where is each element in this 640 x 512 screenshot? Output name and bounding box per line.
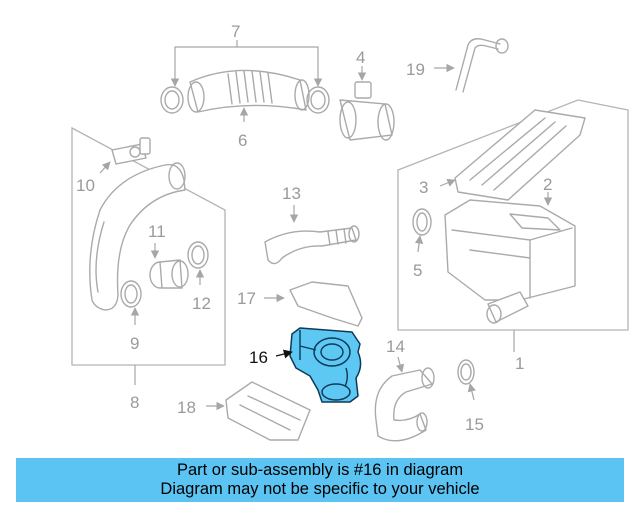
callout-8[interactable]: 8 bbox=[130, 393, 139, 412]
parts-diagram: 1 2 3 4 5 6 7 8 9 10 11 12 13 14 15 16 1… bbox=[71, 22, 629, 442]
callout-10[interactable]: 10 bbox=[76, 176, 95, 195]
banner-line-1: Part or sub-assembly is #16 in diagram bbox=[176, 461, 464, 479]
part-2-housing bbox=[444, 192, 576, 324]
part-12-clamp bbox=[187, 241, 209, 285]
part-18-resonator bbox=[206, 381, 311, 441]
banner-line-2: Diagram may not be specific to your vehi… bbox=[160, 480, 480, 498]
part-6-intake-hose bbox=[160, 69, 330, 122]
part-10-connector bbox=[99, 137, 151, 174]
part-11-coupler bbox=[149, 243, 189, 289]
callout-4[interactable]: 4 bbox=[356, 48, 365, 67]
callout-12[interactable]: 12 bbox=[192, 294, 211, 313]
left-intake-duct bbox=[89, 162, 186, 311]
callout-6[interactable]: 6 bbox=[238, 131, 247, 150]
callout-19[interactable]: 19 bbox=[406, 60, 425, 79]
part-4-maf-sensor bbox=[339, 66, 395, 141]
part-7-bracket bbox=[170, 40, 323, 87]
part-16-highlighted bbox=[289, 327, 362, 403]
part-19-breather-hose bbox=[434, 38, 509, 93]
callout-11[interactable]: 11 bbox=[148, 222, 166, 241]
callout-18[interactable]: 18 bbox=[177, 398, 196, 417]
callout-3[interactable]: 3 bbox=[419, 178, 428, 197]
part-13-hose bbox=[264, 205, 360, 265]
callout-2[interactable]: 2 bbox=[543, 175, 552, 194]
part-3-filter bbox=[439, 109, 586, 201]
callout-16[interactable]: 16 bbox=[249, 348, 268, 367]
callout-17[interactable]: 17 bbox=[237, 289, 256, 308]
info-banner: Part or sub-assembly is #16 in diagram D… bbox=[16, 458, 624, 502]
part-15-clamp bbox=[457, 359, 476, 401]
part-5-seal bbox=[412, 208, 432, 253]
callout-1[interactable]: 1 bbox=[515, 354, 524, 373]
callout-14[interactable]: 14 bbox=[386, 337, 405, 356]
callout-15[interactable]: 15 bbox=[465, 415, 484, 434]
callout-labels: 1 2 3 4 5 6 7 8 9 10 11 12 13 14 15 16 1… bbox=[76, 22, 552, 434]
callout-5[interactable]: 5 bbox=[413, 261, 422, 280]
part-17-cover bbox=[264, 281, 363, 327]
part-14-hose bbox=[374, 356, 435, 442]
callout-13[interactable]: 13 bbox=[282, 184, 301, 203]
part-9-clamp bbox=[120, 280, 142, 325]
callout-9[interactable]: 9 bbox=[130, 334, 139, 353]
callout-7[interactable]: 7 bbox=[231, 22, 240, 41]
